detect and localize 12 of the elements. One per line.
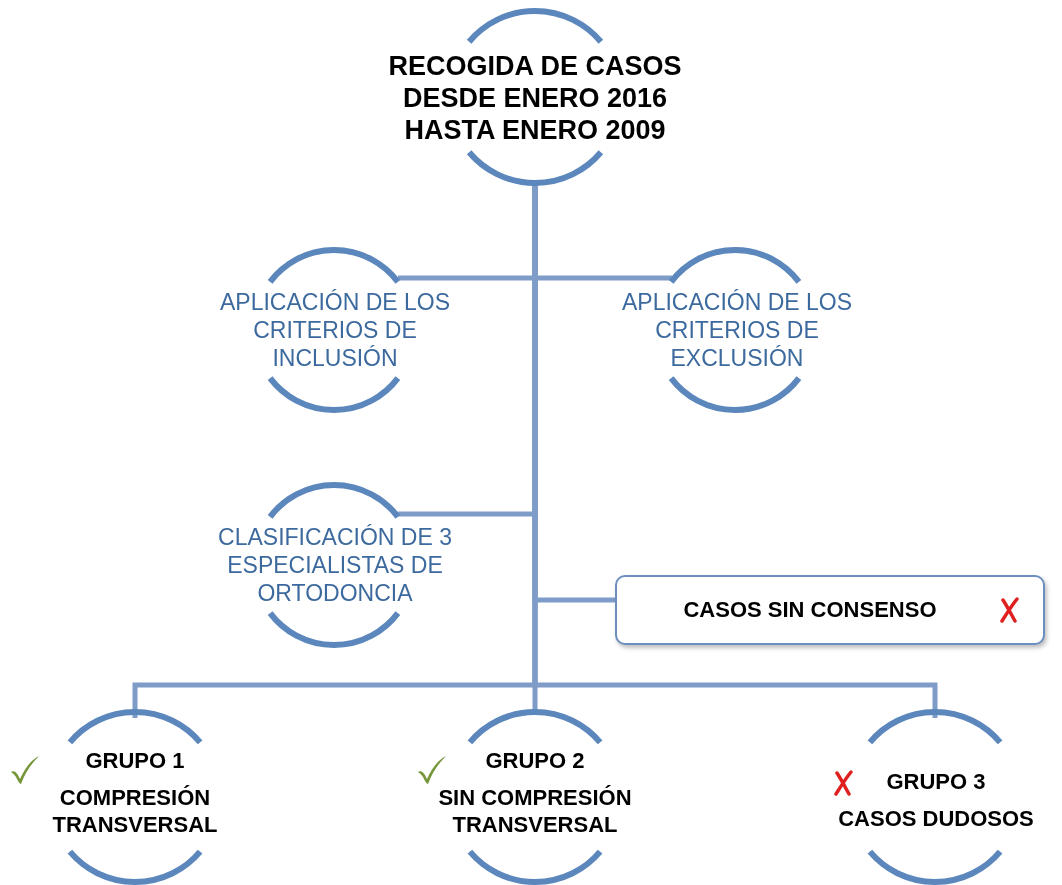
group-heading: GRUPO 3 [886, 767, 986, 795]
node-label: APLICACIÓN DE LOS CRITERIOS DE INCLUSIÓN [218, 288, 452, 372]
node-label: CLASIFICACIÓN DE 3 ESPECIALISTAS DE ORTODONCIA [217, 523, 453, 607]
node-label: APLICACIÓN DE LOS CRITERIOS DE EXCLUSIÓN [620, 288, 854, 372]
rounded-rectangle-box [615, 575, 1045, 645]
node-label: SIN COMPRESIÓN TRANSVERSAL [437, 783, 633, 838]
node-label: CASOS SIN CONSENSO [683, 597, 937, 623]
node-label: CASOS DUDOSOS [838, 804, 1034, 832]
node-label: RECOGIDA DE CASOS DESDE ENERO 2016 HASTA ENERO 2009 [387, 50, 683, 146]
group-heading: GRUPO 1 [85, 746, 185, 774]
group-heading: GRUPO 2 [485, 746, 585, 774]
node-label: COMPRESIÓN TRANSVERSAL [51, 783, 219, 838]
